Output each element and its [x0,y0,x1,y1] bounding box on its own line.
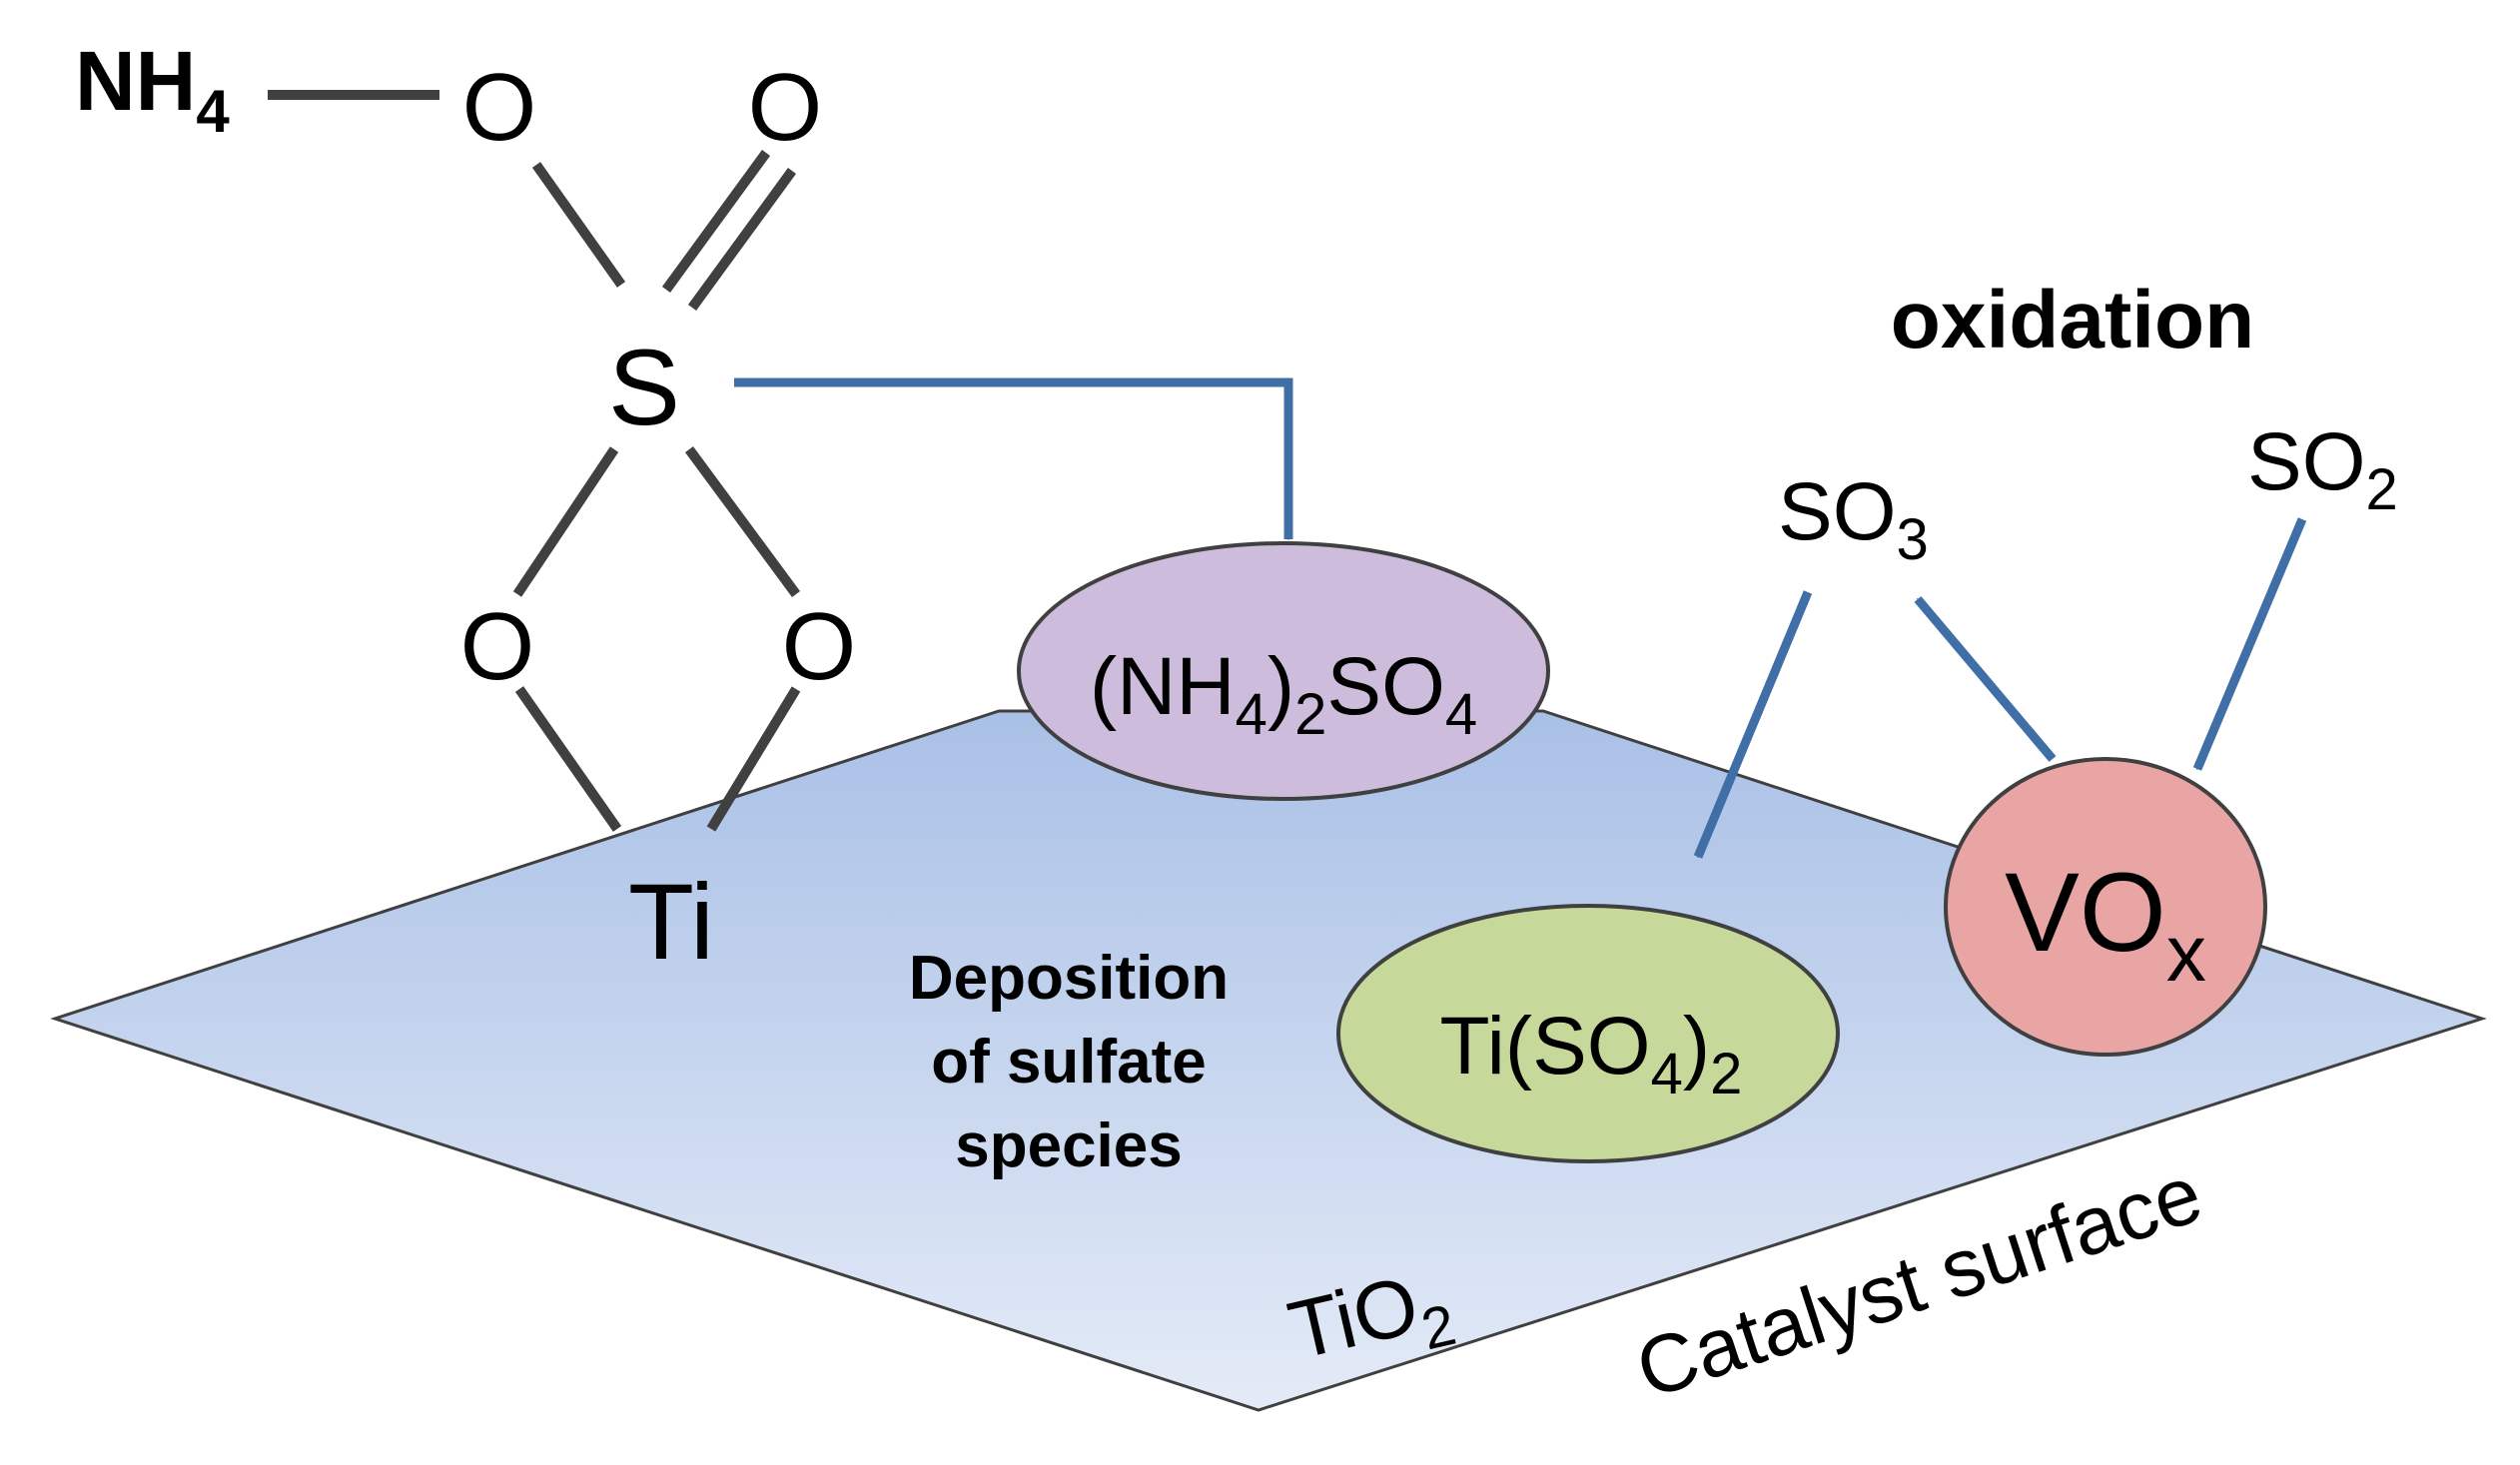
arrow-so3-to-titanium-sulfate [1693,590,1813,859]
so2-label: SO2 [2247,416,2398,522]
bond-s-o-right [684,446,801,597]
bond-o-ti-left [514,686,622,832]
bond-s-o-double-2 [687,168,797,311]
oxygen-top-right: O [748,54,823,161]
reaction-arrows [734,377,2307,859]
ammonium-sulfate-ellipse [1017,541,1550,801]
bond-o-s [531,162,626,288]
arrow-vox-to-so3 [1914,596,2057,762]
bond-o-ti-right [706,686,801,832]
deposition-line-3: species [955,1111,1183,1180]
titanium-atom: Ti [628,861,714,982]
oxygen-top-left: O [462,54,537,161]
deposition-line-1: Deposition [909,944,1229,1013]
deposition-label: Deposition of sulfate species [909,944,1229,1180]
so3-label: SO3 [1778,466,1929,572]
oxygen-bottom-right: O [782,593,857,700]
titanium-sulfate-label: Ti(SO4)2 [1440,1001,1743,1106]
vox-label: VOx [2005,850,2206,998]
sulfate-bonds [268,90,801,832]
bond-s-o-left [512,446,619,597]
bond-s-o-double-1 [661,150,771,293]
deposition-line-2: of sulfate [931,1028,1207,1097]
arrow-s-to-ammonium-sulfate [734,377,1293,541]
vox-circle [1944,757,2267,1057]
oxidation-label: oxidation [1891,275,2254,366]
sulfur-atom: S [608,327,680,447]
oxygen-bottom-left: O [460,593,535,700]
ammonium-sulfate-label: (NH4)2SO4 [1090,641,1477,747]
titanium-sulfate-ellipse [1336,904,1840,1163]
arrow-so2-to-vox [2192,517,2307,771]
nh4-label: NH4 [75,34,230,145]
